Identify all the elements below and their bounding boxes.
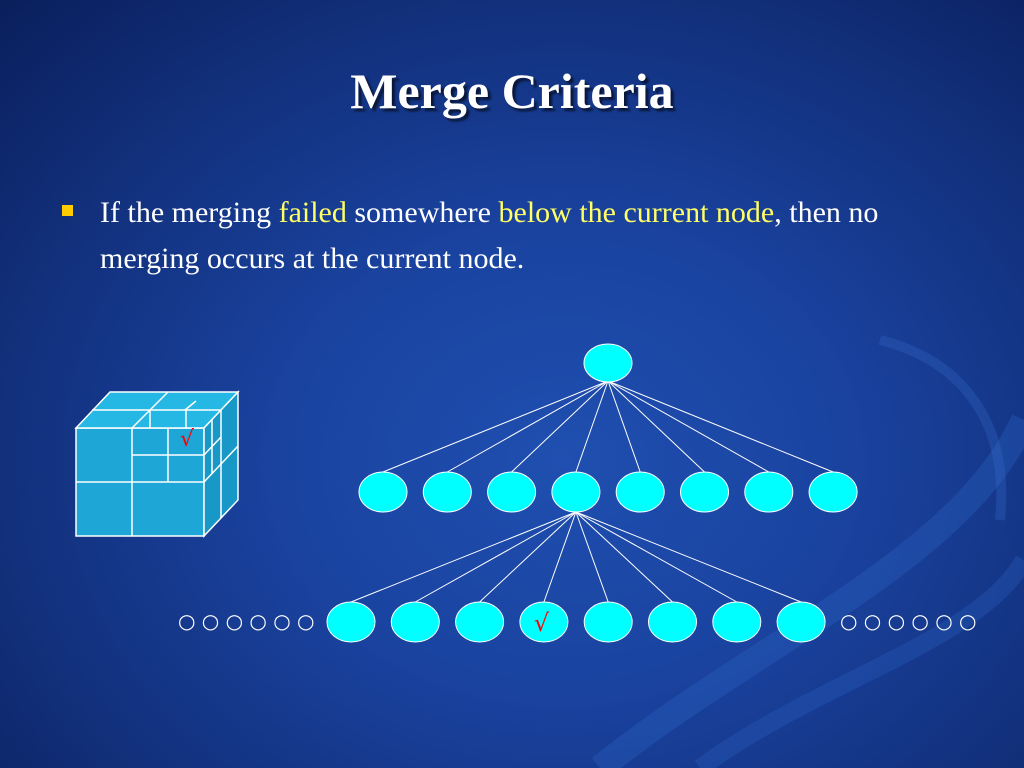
tree-level2-node: [455, 601, 505, 643]
tree-edge: [575, 511, 738, 603]
tree-edge: [415, 511, 577, 603]
tree-edges: [350, 380, 834, 603]
bullet-text-part: If the merging: [100, 196, 279, 229]
tree-edge: [479, 511, 577, 603]
tree-level2-node: [583, 601, 633, 643]
bullet-highlight-below: below the current node: [498, 196, 775, 229]
tree-level2-node: [390, 601, 440, 643]
tree-edge: [575, 511, 802, 603]
node-check-mark: √: [534, 609, 550, 637]
tree-level2-node: [648, 601, 697, 643]
tree-level1-node: [551, 471, 601, 513]
tree-edge: [575, 511, 673, 603]
tree-level2-node: [712, 601, 762, 643]
tree-level1-node: [744, 471, 794, 513]
bullet-highlight-failed: failed: [278, 196, 347, 229]
tree-edge: [575, 511, 609, 603]
bullet-text-part: , then no merging occurs at the current …: [100, 196, 879, 275]
tree-edge: [382, 380, 609, 473]
tree-level2-node: [776, 601, 826, 643]
tree-edge: [607, 380, 834, 473]
bullet-square-icon: [62, 205, 73, 216]
tree-level1-node: [615, 471, 665, 513]
ellipsis-right: ○ ○ ○ ○ ○ ○: [840, 609, 977, 633]
ellipsis-left: ○ ○ ○ ○ ○ ○: [178, 609, 315, 633]
tree-edge: [607, 380, 770, 473]
tree-level2-node: [326, 601, 376, 643]
slide-title: Merge Criteria: [350, 63, 674, 119]
bullet-text-part: somewhere: [346, 196, 499, 229]
tree-edge: [447, 380, 609, 473]
tree-root-node: [583, 343, 633, 383]
tree-edge: [575, 380, 609, 473]
tree-edge: [543, 511, 577, 603]
tree-level1-node: [680, 471, 729, 513]
tree-edge: [607, 380, 705, 473]
bullet-text: If the merging failed somewhere below th…: [100, 190, 930, 282]
cube-check-mark: √: [180, 427, 195, 452]
tree-level2-node: [519, 601, 569, 643]
octree-cube-icon: [74, 390, 240, 538]
tree-level1-node: [422, 471, 472, 513]
tree-level1-node: [487, 471, 537, 513]
tree-nodes: √: [326, 343, 858, 643]
tree-edge: [350, 511, 577, 603]
tree-edge: [607, 380, 641, 473]
tree-level1-node: [358, 471, 408, 513]
tree-edge: [511, 380, 609, 473]
tree-level1-node: [808, 471, 858, 513]
